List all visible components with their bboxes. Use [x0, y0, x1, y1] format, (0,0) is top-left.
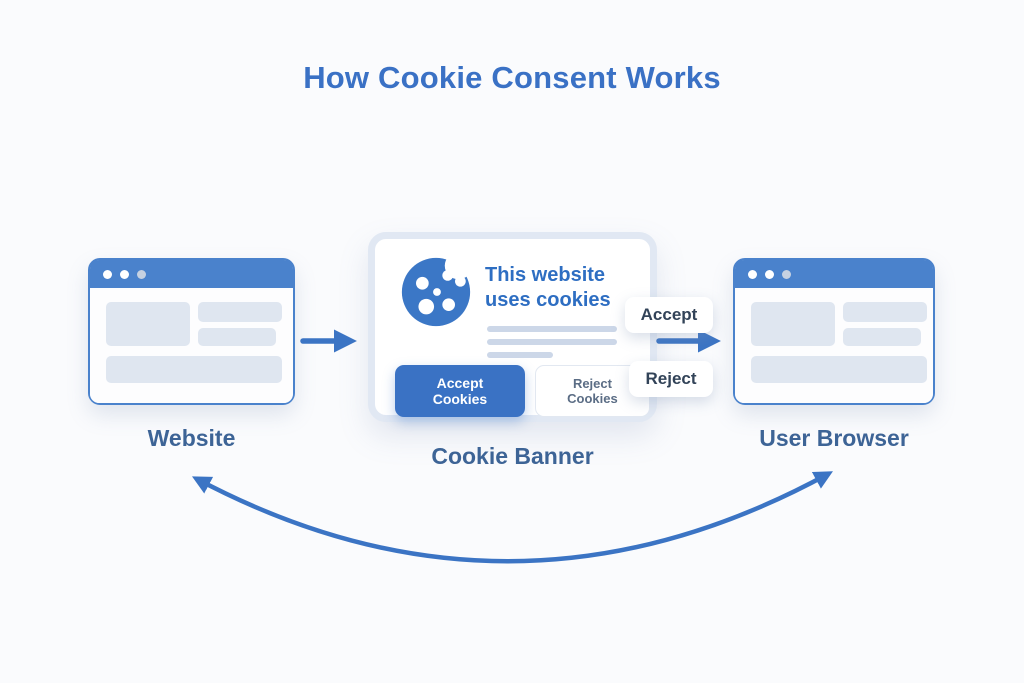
- content-placeholder-block: [843, 302, 927, 322]
- banner-buttons-row: Accept Cookies Reject Cookies: [395, 365, 650, 417]
- text-placeholder-line: [487, 339, 617, 345]
- user-browser-label: User Browser: [759, 425, 909, 451]
- window-dot-icon: [103, 269, 112, 279]
- text-placeholder-line: [487, 326, 617, 332]
- window-content: [735, 288, 933, 403]
- accept-cookies-button[interactable]: Accept Cookies: [395, 365, 525, 417]
- website-label: Website: [147, 425, 236, 451]
- arrow-browser-website-feedback-icon: [191, 471, 833, 564]
- window-dot-icon: [120, 269, 129, 279]
- content-placeholder-block: [751, 302, 835, 346]
- window-dot-icon: [782, 269, 791, 279]
- website-window: [88, 258, 295, 405]
- content-placeholder-block: [198, 328, 276, 346]
- window-titlebar: [735, 260, 933, 288]
- content-placeholder-block: [751, 356, 927, 383]
- window-titlebar: [90, 260, 293, 288]
- user-browser-window: [733, 258, 935, 405]
- window-dot-icon: [748, 269, 757, 279]
- cookie-banner-card: This website uses cookies Accept Cookies…: [368, 232, 657, 422]
- content-placeholder-block: [106, 302, 190, 346]
- content-placeholder-block: [198, 302, 282, 322]
- window-content: [90, 288, 293, 403]
- window-dot-icon: [765, 269, 774, 279]
- content-placeholder-block: [843, 328, 921, 346]
- text-placeholder-line: [487, 352, 553, 358]
- banner-heading: This website uses cookies: [485, 264, 611, 311]
- window-dot-icon: [137, 269, 146, 279]
- cookie-banner-label: Cookie Banner: [431, 443, 594, 469]
- accept-flow-chip: Accept: [625, 297, 713, 333]
- reject-flow-chip: Reject: [629, 361, 713, 397]
- content-placeholder-block: [106, 356, 282, 383]
- page-title: How Cookie Consent Works: [303, 60, 721, 95]
- cookie-icon: [401, 253, 473, 327]
